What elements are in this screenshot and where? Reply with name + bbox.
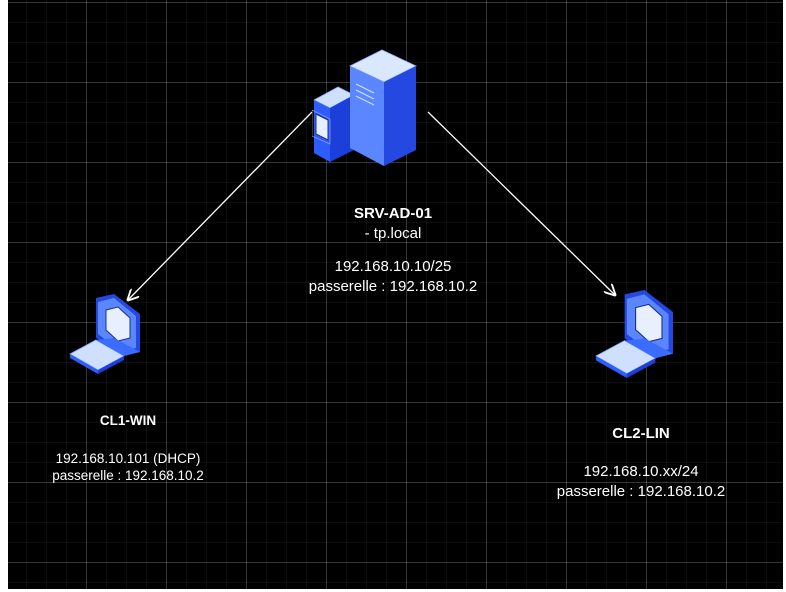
server-domain-label: - tp.local	[364, 225, 422, 242]
connector-server-client2[interactable]	[427, 111, 615, 295]
server-icon[interactable]	[312, 40, 428, 168]
client1-name-label: CL1-WIN	[99, 413, 157, 428]
laptop-icon[interactable]	[592, 290, 688, 378]
client2-gateway-label: passerelle : 192.168.10.2	[556, 483, 726, 500]
client1-gateway-label: passerelle : 192.168.10.2	[52, 468, 204, 483]
server-name-label: SRV-AD-01	[353, 205, 433, 222]
client1-ip-label: 192.168.10.101 (DHCP)	[55, 451, 201, 466]
canvas-border-right	[783, 0, 786, 592]
laptop-icon[interactable]	[68, 294, 152, 374]
connector-server-client1[interactable]	[128, 111, 313, 300]
canvas-border-left	[0, 0, 8, 592]
client2-name-label: CL2-LIN	[612, 425, 670, 442]
server-ip-label: 192.168.10.10/25	[334, 258, 452, 275]
canvas-border-bottom	[0, 589, 786, 592]
client2-ip-label: 192.168.10.xx/24	[583, 463, 699, 480]
server-gateway-label: passerelle : 192.168.10.2	[308, 278, 478, 295]
